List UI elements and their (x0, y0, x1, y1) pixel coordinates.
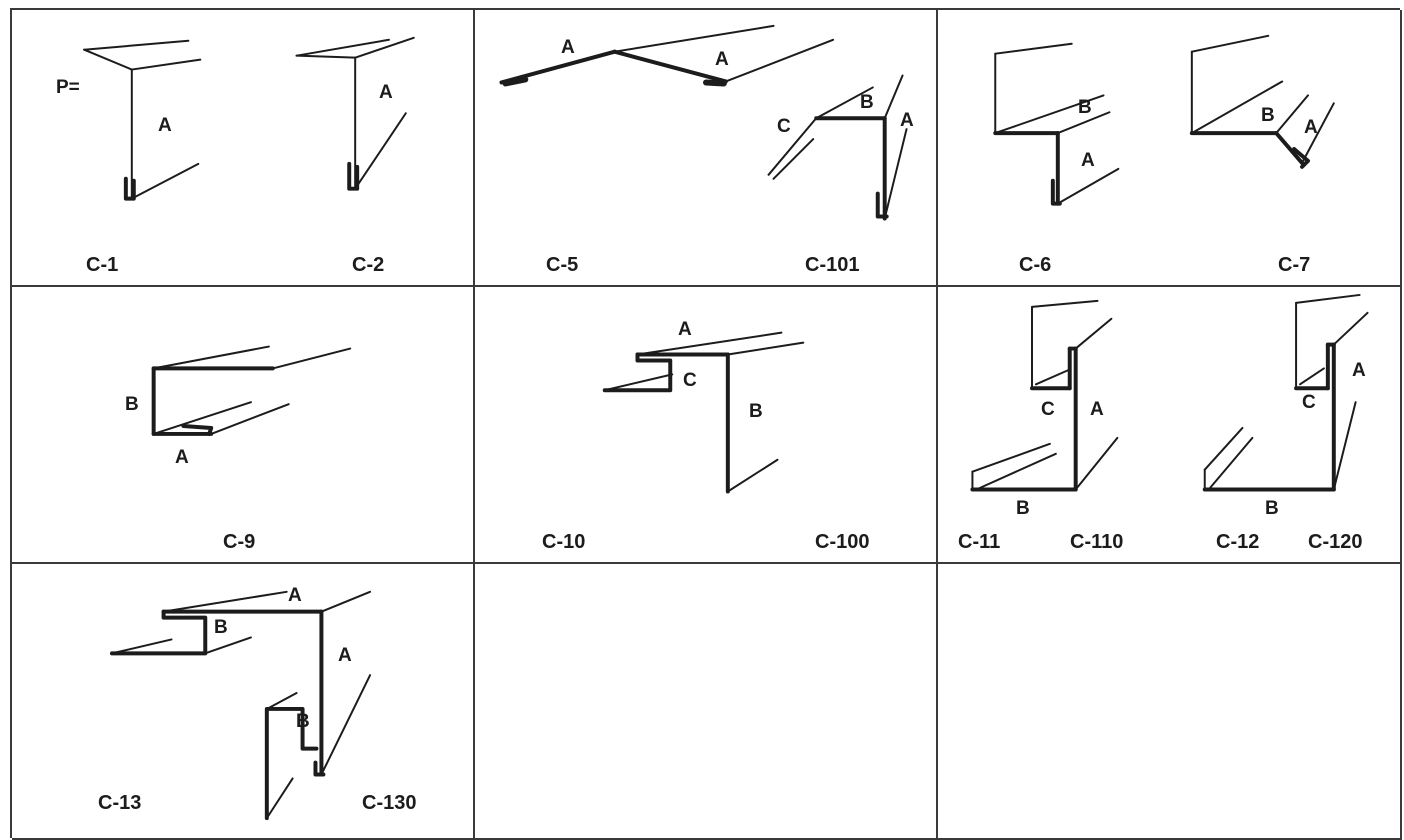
profile-code: C-10 (542, 531, 586, 553)
profile-code: C-100 (815, 531, 870, 553)
dimension-label: B (214, 617, 228, 638)
cell-c9: B A C-9 (12, 287, 475, 564)
profile-drawing-c5-c101 (499, 24, 908, 221)
dimension-label: B (125, 394, 139, 415)
profile-code: C-9 (223, 531, 256, 553)
dimension-label: B (1265, 498, 1279, 519)
dimension-label: B (296, 711, 310, 732)
dimension-label: A (1352, 360, 1366, 381)
dimension-label: A (379, 82, 393, 103)
dimension-label: B (1261, 105, 1275, 126)
profile-code: C-130 (362, 792, 417, 814)
profile-drawing-c1-c2 (83, 36, 415, 201)
profile-code: C-7 (1278, 254, 1311, 276)
dimension-label: A (1090, 399, 1104, 420)
profile-code: C-1 (86, 254, 119, 276)
profile-drawing-c6-c7 (993, 34, 1335, 206)
dimension-label: B (1078, 97, 1092, 118)
profile-drawing-c9 (151, 345, 352, 436)
dimension-label: C (1041, 399, 1055, 420)
cell-c1-c2: P= A A C-1 C-2 (12, 10, 475, 287)
dimension-label: A (1081, 150, 1095, 171)
dimension-label: A (338, 645, 352, 666)
dimension-label: C (1302, 392, 1316, 413)
cell-c10-c100: A C B C-10 C-100 (475, 287, 938, 564)
dimension-label: B (860, 92, 874, 113)
profile-drawing-c10-c100 (602, 331, 805, 494)
profile-code: C-2 (352, 254, 385, 276)
dimension-label: C (683, 370, 697, 391)
empty-cell (938, 564, 1402, 840)
profile-drawing-c11-c12 (970, 293, 1369, 492)
dimension-label: A (561, 37, 575, 58)
dimension-label: A (678, 319, 692, 340)
cell-c5-c101: A A C B A C-5 C-101 (475, 10, 938, 287)
profile-drawing-c13-c130 (109, 590, 372, 821)
dimension-label: A (1304, 117, 1318, 138)
dimension-label: C (777, 116, 791, 137)
cell-c13-c130: A B A B C-13 C-130 (12, 564, 475, 840)
prefix-label: P= (56, 77, 80, 98)
profile-code: C-110 (1070, 531, 1124, 553)
profile-grid: P= A A C-1 C-2 A A C B A C-5 (10, 8, 1402, 840)
dimension-label: B (1016, 498, 1030, 519)
dimension-label: A (288, 585, 302, 606)
empty-cell (475, 564, 938, 840)
profile-code: C-101 (805, 254, 860, 276)
dimension-label: A (158, 115, 172, 136)
cell-c6-c7: B A B A C-6 C-7 (938, 10, 1402, 287)
profile-code: C-11 (958, 531, 1001, 553)
cell-c11-c110-c12-c120: C A B A C B C-11 C-110 C-12 C-120 (938, 287, 1402, 564)
profile-code: C-120 (1308, 531, 1363, 553)
profile-code: C-5 (546, 254, 579, 276)
profile-code: C-6 (1019, 254, 1052, 276)
profile-code: C-13 (98, 792, 142, 814)
profile-code: C-12 (1216, 531, 1260, 553)
dimension-label: A (175, 447, 189, 468)
dimension-label: A (900, 110, 914, 131)
dimension-label: B (749, 401, 763, 422)
dimension-label: A (715, 49, 729, 70)
